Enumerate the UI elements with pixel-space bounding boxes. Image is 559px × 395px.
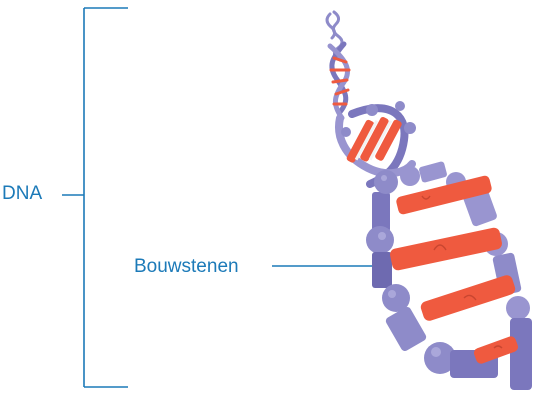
dna-bracket xyxy=(62,8,128,387)
dna-helix-large xyxy=(366,161,532,390)
dna-label: DNA xyxy=(2,184,42,203)
dna-helix-small xyxy=(330,44,349,118)
bouwstenen-label: Bouwstenen xyxy=(134,257,239,276)
